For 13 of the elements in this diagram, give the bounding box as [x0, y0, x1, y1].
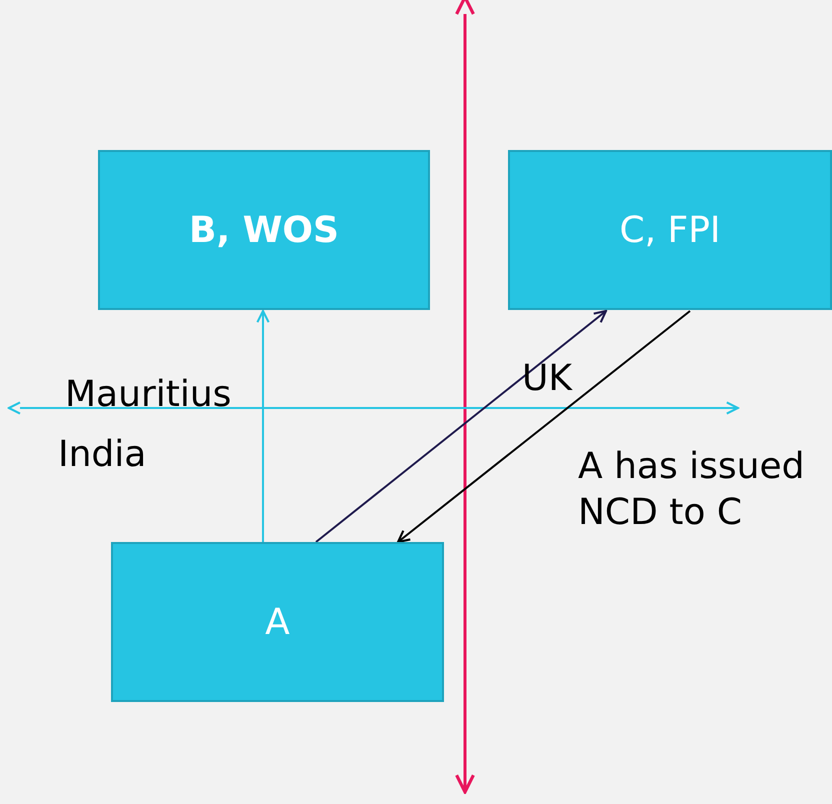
entity-name: C, FPI — [619, 210, 721, 250]
entity-box — [508, 150, 832, 310]
arrow — [396, 310, 691, 544]
entity-box — [111, 542, 444, 702]
entity-name: A — [265, 602, 290, 642]
entity-name: B, WOS — [189, 210, 339, 250]
arrow — [256, 310, 270, 542]
arrow — [315, 310, 608, 543]
region-label: UK — [522, 357, 572, 401]
region-label: Mauritius — [65, 373, 232, 417]
entity-box — [98, 150, 430, 310]
region-label: A has issued NCD to C — [578, 445, 806, 535]
region-label: India — [58, 433, 146, 477]
